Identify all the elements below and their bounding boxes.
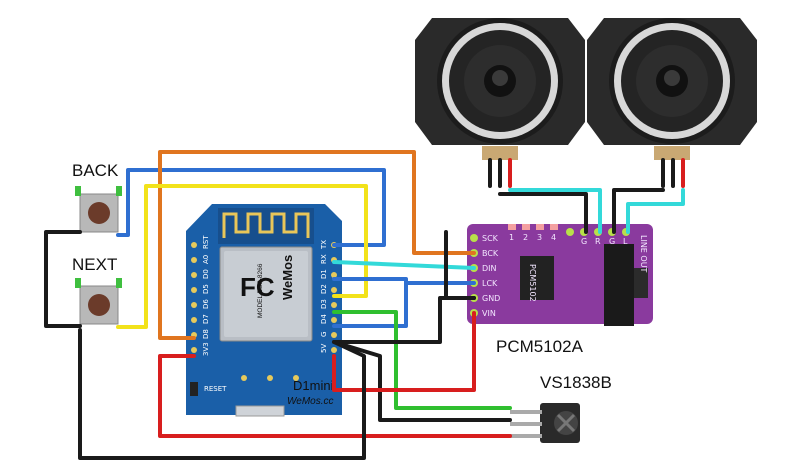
d1-mini-board: FC: [186, 204, 342, 417]
d1-pin-3v3: 3V3: [202, 342, 210, 356]
next-button-part: [75, 278, 122, 325]
dac-line-out: LINE OUT: [639, 235, 648, 273]
d1-pin-d0: D0: [202, 269, 210, 279]
ir-label: VS1838B: [540, 373, 612, 392]
dac-led-4: 4: [551, 233, 556, 242]
dac-top-pin-r: R: [595, 237, 601, 246]
d1-pin-d1: D1: [320, 269, 328, 279]
dac-label: PCM5102A: [496, 337, 584, 356]
dac-pin-gnd: GND: [482, 294, 500, 303]
d1-pin-5v: 5V: [320, 344, 328, 353]
d1-pin-d5: D5: [202, 284, 210, 294]
ir-receiver: [510, 403, 580, 443]
d1-pin-d6: D6: [202, 299, 210, 309]
d1-pin-d8: D8: [202, 329, 210, 339]
dac-top-pin-l: L: [623, 237, 628, 246]
d1-pin-d7: D7: [202, 314, 210, 324]
d1-pin-d2: D2: [320, 284, 328, 294]
back-button-part: [75, 186, 122, 233]
svg-text:FC: FC: [240, 272, 275, 302]
dac-pin-vin: VIN: [482, 309, 496, 318]
d1-pin-g: G: [320, 332, 328, 337]
dac-led-1: 1: [509, 233, 514, 242]
back-label: BACK: [72, 161, 119, 180]
d1-pin-rx: RX: [320, 254, 328, 264]
dac-top-pin-g2: G: [609, 237, 615, 246]
d1-pin-d4: D4: [320, 314, 328, 324]
dac-top-pin-g1: G: [581, 237, 587, 246]
d1-pin-rst: RST: [202, 235, 210, 249]
module-model: MODEL ESP-8266: [257, 263, 264, 318]
dac-led-2: 2: [523, 233, 528, 242]
dac-pin-sck: SCK: [482, 234, 499, 243]
speaker-left: [415, 18, 585, 160]
d1-pin-d3: D3: [320, 299, 328, 309]
board-site: WeMos.cc: [287, 396, 334, 407]
dac-led-3: 3: [537, 233, 542, 242]
dac-pin-din: DIN: [482, 264, 497, 273]
dac-pin-lck: LCK: [482, 279, 498, 288]
wires: [44, 150, 685, 460]
dac-pin-bck: BCK: [482, 249, 499, 258]
speaker-right: [587, 18, 757, 160]
reset-label: RESET: [204, 385, 227, 393]
module-brand: WeMos: [280, 255, 295, 300]
next-label: NEXT: [72, 255, 117, 274]
d1-pin-a0: A0: [202, 255, 210, 264]
d1-pin-tx: TX: [320, 240, 328, 250]
board-name: D1mini: [293, 378, 334, 393]
dac-chip-mark: PCM5102: [528, 264, 537, 302]
